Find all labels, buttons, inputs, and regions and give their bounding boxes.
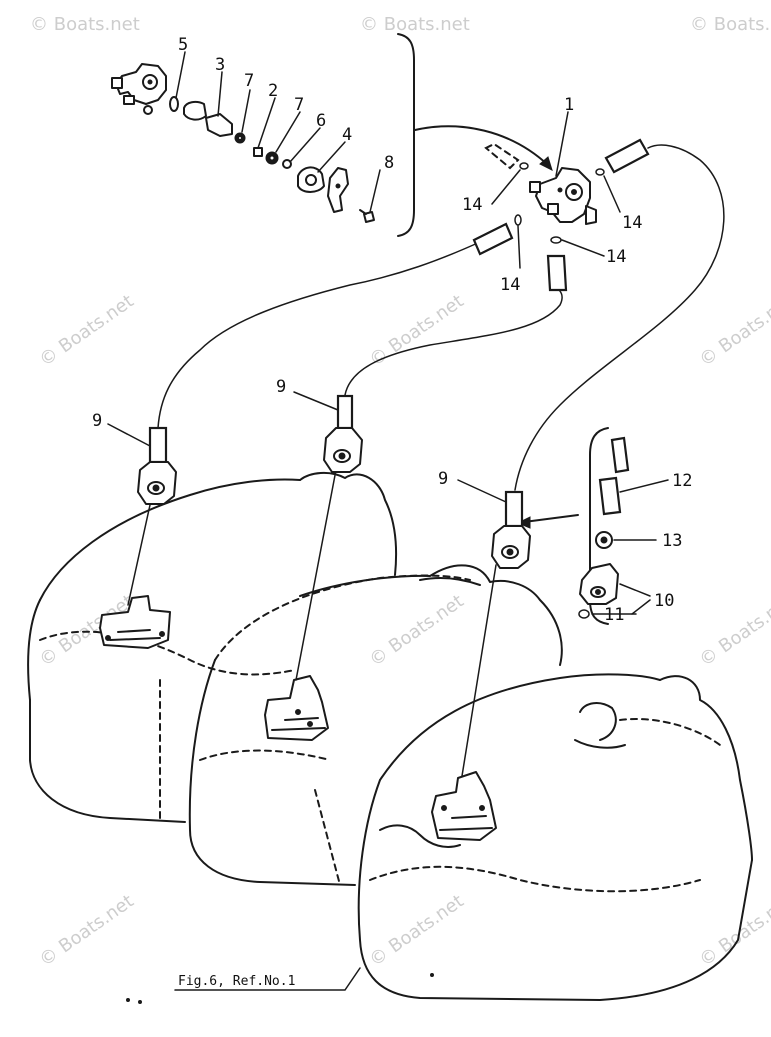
watermark: © Boats.net (366, 591, 468, 671)
callout-6: 6 (316, 111, 326, 131)
joint-parts-exploded (578, 436, 630, 619)
leader-lines (107, 51, 669, 991)
callout-12: 12 (672, 471, 692, 491)
fuel-valve-assembled (529, 167, 597, 225)
callout-9a: 9 (92, 411, 102, 431)
callout-14b: 14 (622, 213, 642, 233)
fuel-joint-middle (323, 394, 363, 473)
watermark: © Boats.net (696, 891, 771, 971)
callout-2: 2 (268, 81, 278, 101)
valve-hoses (472, 138, 650, 292)
watermark: © Boats.net (36, 291, 138, 371)
callout-3: 3 (215, 55, 225, 75)
callout-4: 4 (342, 125, 352, 145)
fuel-joint-right (491, 490, 531, 569)
fuel-tank-left (27, 472, 398, 823)
tank-outlet-left (99, 595, 171, 649)
fuel-joint-left (137, 426, 177, 505)
watermark: © Boats.net (696, 591, 771, 671)
callout-14a: 14 (462, 195, 482, 215)
callout-labels: 5 3 7 2 7 6 4 8 1 14 14 14 14 9 9 9 12 1… (92, 35, 692, 625)
exploded-view-bracket-top (397, 33, 415, 237)
watermark: © Boats.net (690, 14, 771, 35)
callout-14d: 14 (500, 275, 520, 295)
watermark: © Boats.net (30, 14, 140, 35)
exploded-view-bracket-right (589, 427, 609, 625)
callout-7a: 7 (244, 71, 254, 91)
fuel-valve-assembly-exploded (111, 63, 375, 223)
fuel-lines (127, 125, 725, 777)
callout-5: 5 (178, 35, 188, 55)
watermark: © Boats.net (696, 291, 771, 371)
fuel-tank-right (357, 673, 753, 1001)
callout-1: 1 (564, 95, 574, 115)
tank-outlet-right (431, 771, 497, 841)
callout-11: 11 (604, 605, 624, 625)
callout-13: 13 (662, 531, 682, 551)
tank-outlet-middle (264, 675, 329, 741)
callout-7b: 7 (294, 95, 304, 115)
callout-8: 8 (384, 153, 394, 173)
fuel-tank-middle (188, 564, 563, 886)
watermark: © Boats.net (36, 891, 138, 971)
watermark: © Boats.net (360, 14, 470, 35)
watermark: © Boats.net (366, 891, 468, 971)
callout-9c: 9 (438, 469, 448, 489)
figure-caption: Fig.6, Ref.No.1 (178, 974, 295, 989)
callout-9b: 9 (276, 377, 286, 397)
callout-10: 10 (654, 591, 674, 611)
callout-14c: 14 (606, 247, 626, 267)
